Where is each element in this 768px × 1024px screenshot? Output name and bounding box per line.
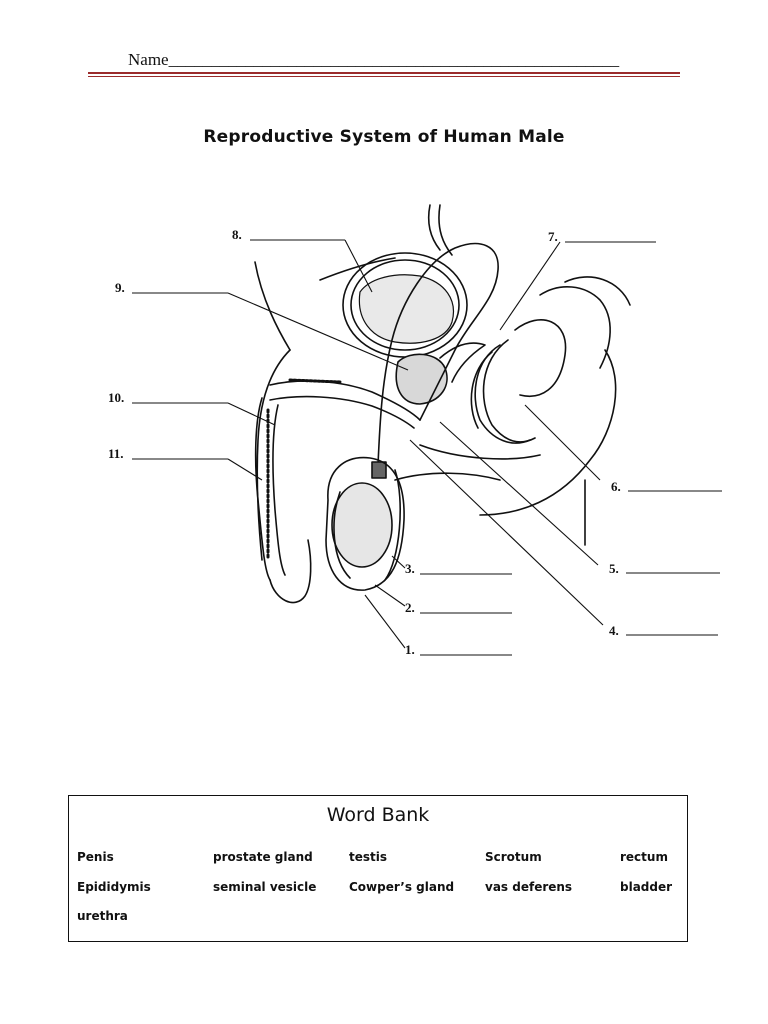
- label-3: 3.: [405, 561, 415, 576]
- label-2: 2.: [405, 600, 415, 615]
- label-1: 1.: [405, 642, 415, 657]
- label-11: 11.: [108, 446, 124, 461]
- label-9: 9.: [115, 280, 125, 295]
- word-bank: Word Bank Penis prostate gland testis Sc…: [68, 795, 688, 942]
- word-bank-term: Scrotum: [485, 850, 542, 864]
- word-bank-term: Penis: [77, 850, 114, 864]
- label-8: 8.: [232, 227, 242, 242]
- label-7: 7.: [548, 229, 558, 244]
- word-bank-term: urethra: [77, 909, 128, 923]
- label-4: 4.: [609, 623, 619, 638]
- word-bank-term: Epididymis: [77, 880, 151, 894]
- name-field[interactable]: Name____________________________________…: [128, 50, 620, 69]
- page-title: Reproductive System of Human Male: [203, 127, 565, 147]
- word-bank-term: seminal vesicle: [213, 880, 317, 894]
- word-bank-term: testis: [349, 850, 388, 864]
- word-bank-term: Cowper’s gland: [349, 880, 455, 894]
- word-bank-title: Word Bank: [326, 804, 430, 826]
- label-10: 10.: [108, 390, 124, 405]
- leader-lines: [132, 239, 722, 656]
- word-bank-term: vas deferens: [485, 880, 573, 894]
- label-5: 5.: [609, 561, 619, 576]
- word-bank-term: prostate gland: [213, 850, 313, 864]
- word-bank-term: rectum: [620, 850, 668, 864]
- anatomy-diagram: 8. 9. 10. 11. 7. 6. 5. 4. 3. 2. 1.: [108, 204, 722, 657]
- anatomy-outline: [254, 204, 631, 604]
- word-bank-term: bladder: [620, 880, 673, 894]
- header-divider-thin: [88, 76, 680, 77]
- label-6: 6.: [611, 479, 621, 494]
- header-divider: [88, 72, 680, 74]
